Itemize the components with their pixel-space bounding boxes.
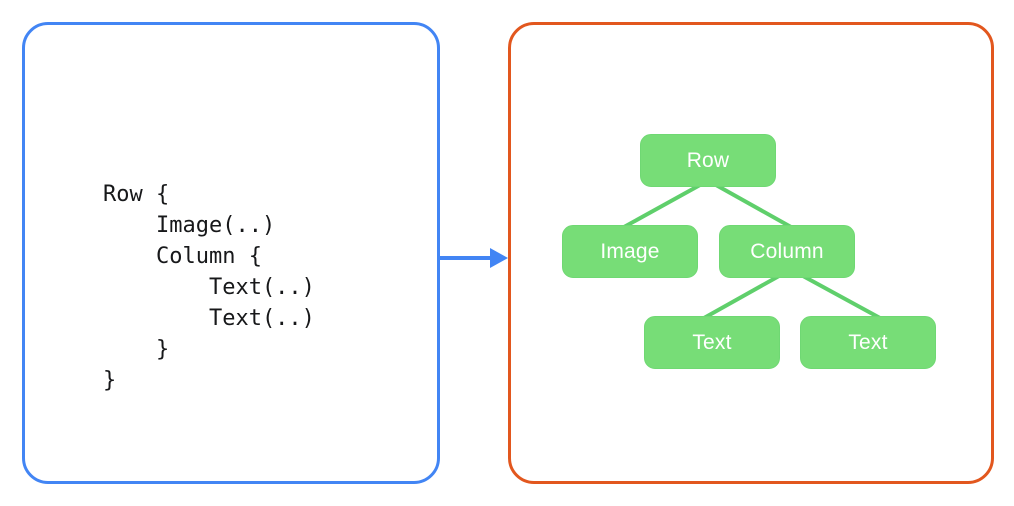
tree-edges bbox=[622, 183, 882, 320]
source-code-block: Row { Image(..) Column { Text(..) Text(.… bbox=[103, 182, 315, 393]
code-panel: Row { Image(..) Column { Text(..) Text(.… bbox=[22, 22, 440, 484]
edge-row-column bbox=[714, 183, 793, 229]
tree-node-row[interactable]: Row bbox=[640, 134, 776, 187]
tree-node-text-2[interactable]: Text bbox=[800, 316, 936, 369]
arrow-right-icon bbox=[438, 248, 508, 268]
edge-row-image bbox=[622, 183, 702, 229]
tree-node-image[interactable]: Image bbox=[562, 225, 698, 278]
tree-node-text-1[interactable]: Text bbox=[644, 316, 780, 369]
edge-column-text1 bbox=[702, 274, 781, 320]
tree-node-column[interactable]: Column bbox=[719, 225, 855, 278]
edge-column-text2 bbox=[801, 274, 882, 320]
